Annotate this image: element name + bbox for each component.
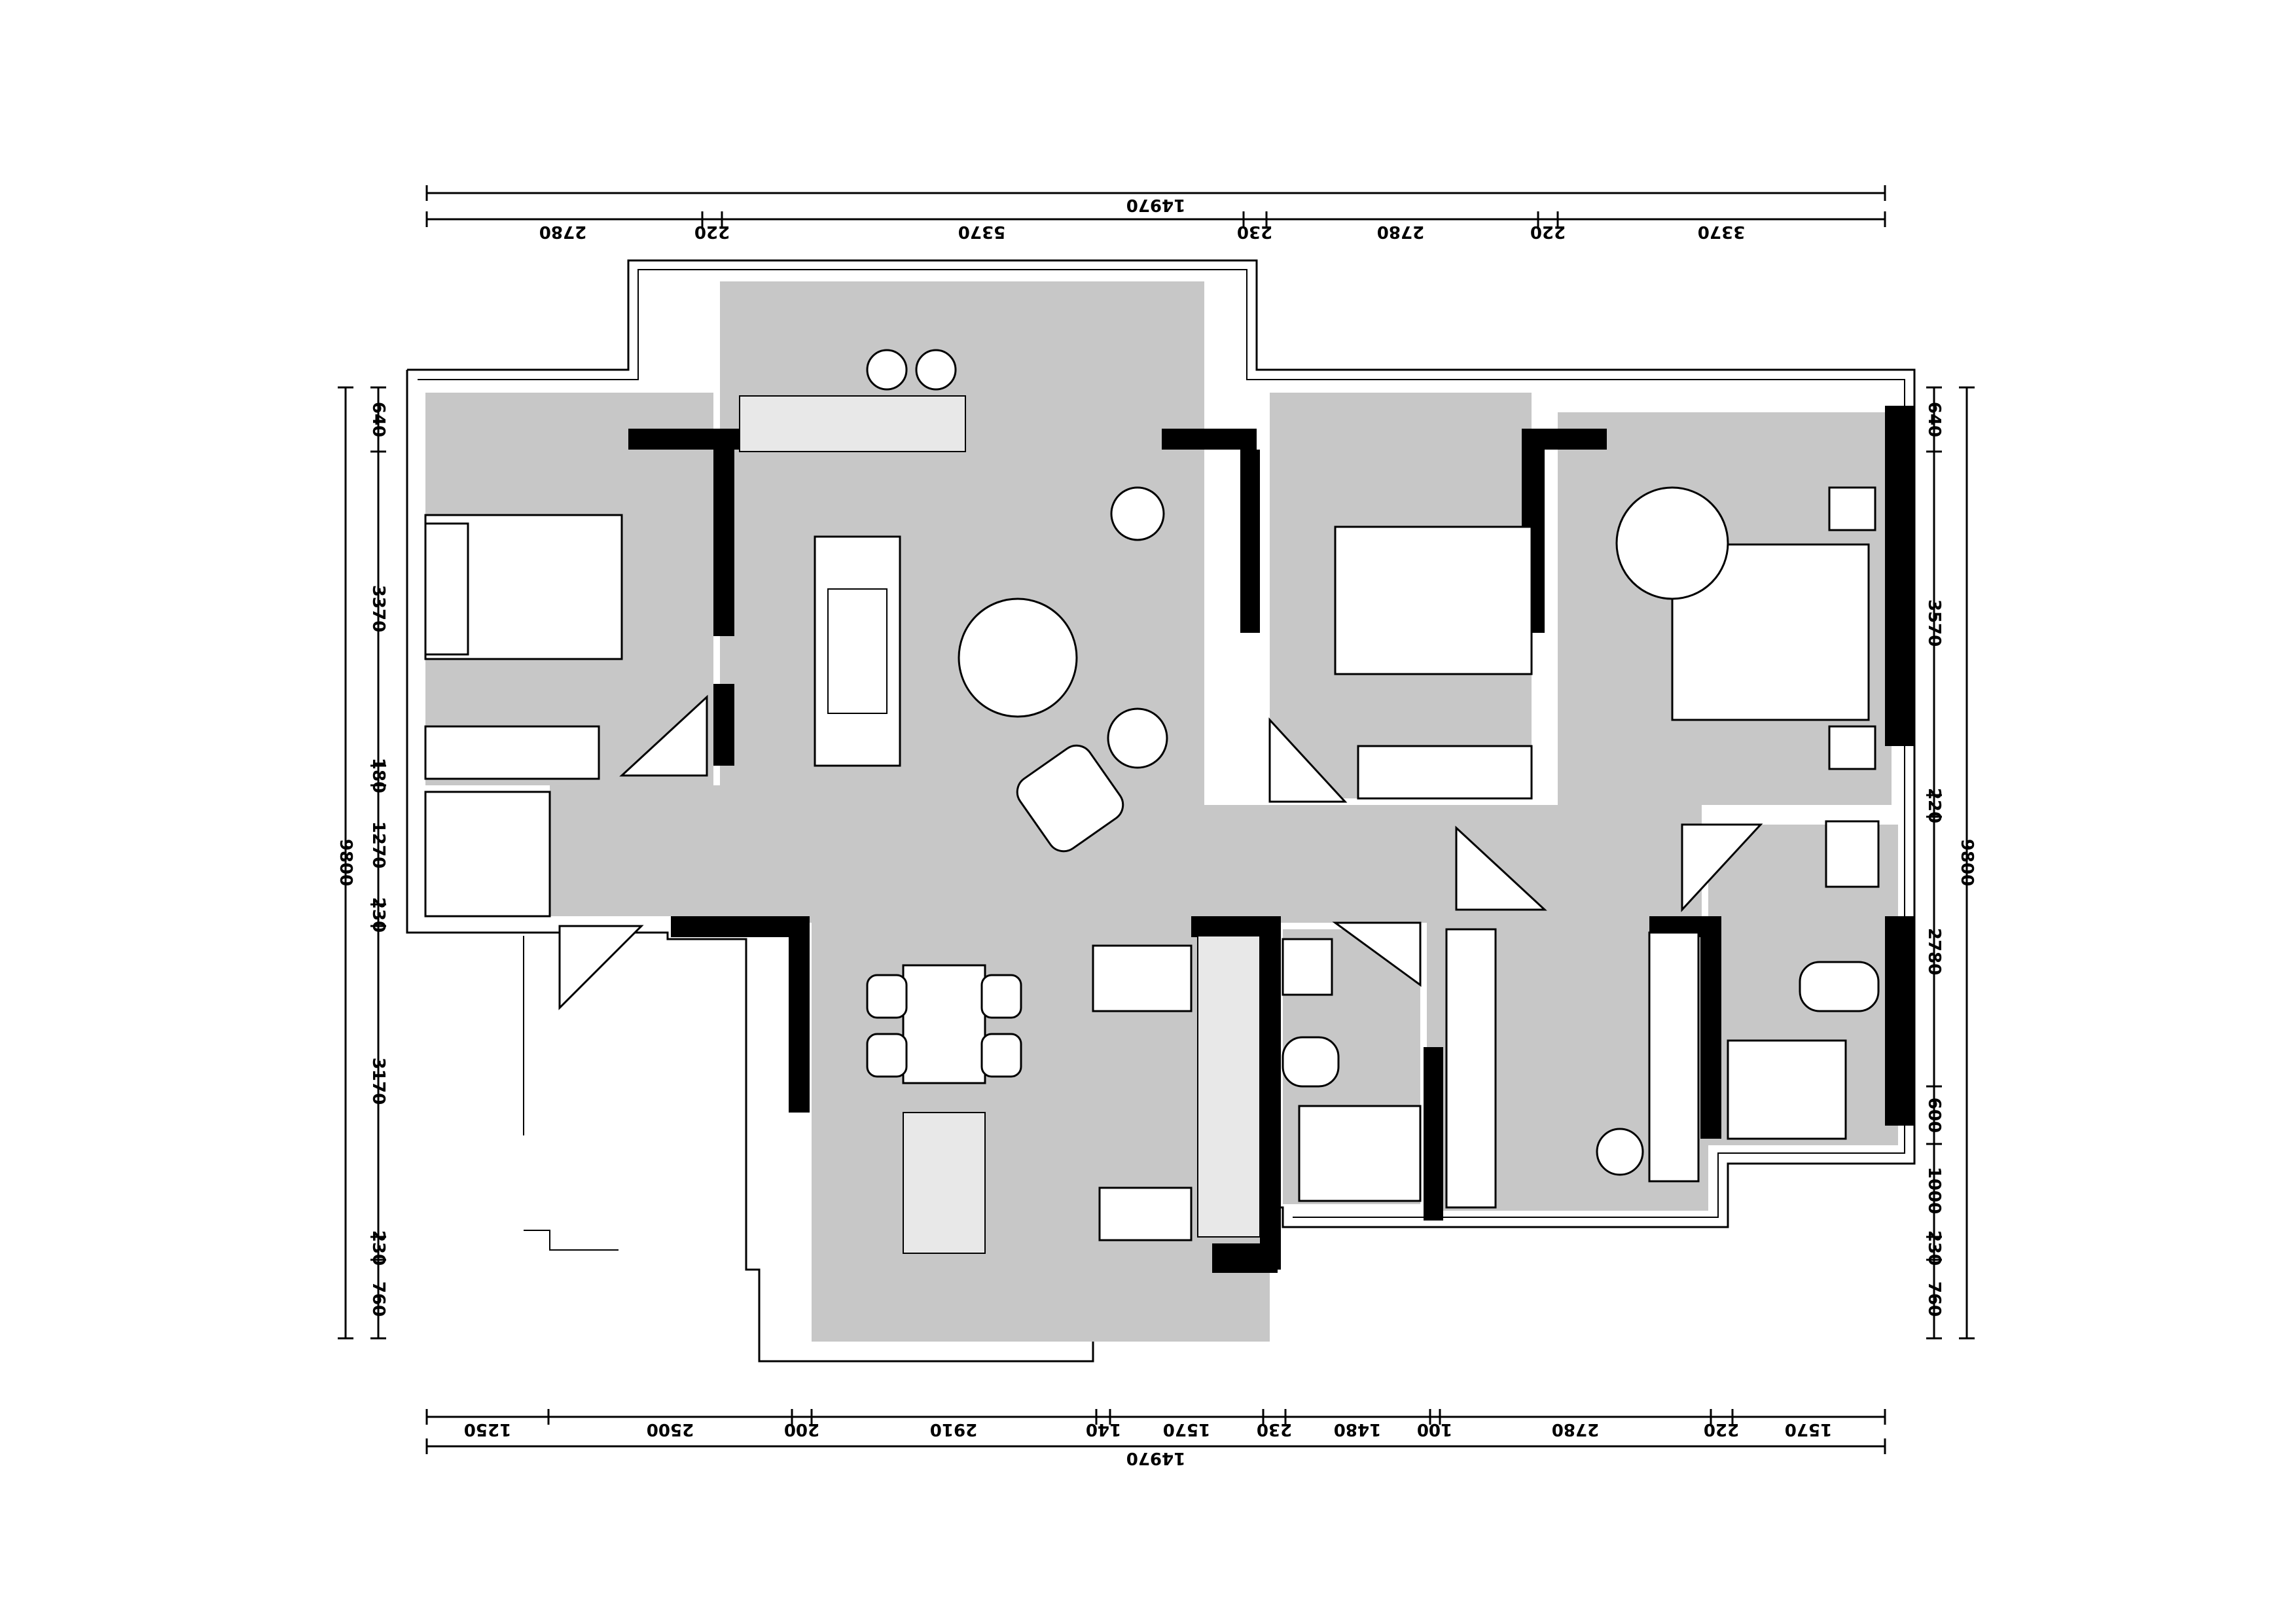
door-swing — [619, 694, 708, 777]
top-dimension-total: 14970 — [425, 185, 1886, 215]
bed — [1334, 526, 1533, 675]
bottom-seg-6: 1570 — [1163, 1419, 1210, 1439]
bar-stool — [915, 349, 957, 391]
bottom-seg-7: 230 — [1257, 1419, 1292, 1439]
bottom-seg-9: 100 — [1417, 1419, 1452, 1439]
right-dimension-total: 9800 — [1957, 386, 1977, 1340]
right-seg-6: 1000 — [1924, 1167, 1944, 1214]
dining-table — [902, 964, 986, 1084]
left-total-label: 9800 — [336, 839, 355, 886]
left-seg-7: 230 — [368, 1230, 388, 1266]
left-corridor — [550, 785, 720, 916]
basin — [1282, 938, 1333, 996]
toilet — [1799, 961, 1880, 1012]
left-dimension-total: 9800 — [336, 386, 355, 1340]
bottom-seg-1: 1250 — [464, 1419, 511, 1439]
right-seg-7: 230 — [1924, 1230, 1944, 1266]
kitchen-island — [903, 1112, 986, 1254]
chair — [866, 1033, 908, 1078]
top-seg-1: 2780 — [539, 222, 586, 241]
left-dimension-segments: 640 3370 180 1270 230 3170 230 760 — [368, 386, 388, 1340]
door-swing — [1268, 717, 1348, 803]
chair — [980, 974, 1022, 1019]
top-seg-2: 220 — [694, 222, 730, 241]
top-seg-4: 230 — [1237, 222, 1272, 241]
bar-counter — [739, 395, 966, 452]
side-table — [1107, 707, 1168, 769]
top-dimension-segments: 2780 220 5370 230 2780 220 3370 — [425, 211, 1886, 241]
left-seg-5: 230 — [368, 897, 388, 933]
door-swing — [1455, 825, 1547, 911]
chair — [866, 974, 908, 1019]
coffee-table — [958, 597, 1078, 718]
fridge — [1092, 944, 1193, 1012]
nightstand — [1828, 486, 1876, 531]
sofa — [814, 535, 901, 767]
bathroom-fixtures — [1282, 820, 1880, 1209]
dining-kitchen-furniture — [866, 935, 1261, 1254]
left-seg-3: 180 — [368, 758, 388, 793]
walls — [628, 406, 1914, 1273]
basin — [1825, 820, 1880, 888]
right-total-label: 9800 — [1957, 839, 1977, 886]
bottom-seg-2: 2500 — [647, 1419, 694, 1439]
bottom-seg-12: 1570 — [1785, 1419, 1832, 1439]
right-seg-8: 760 — [1924, 1281, 1944, 1317]
right-seg-3: 220 — [1924, 788, 1944, 823]
kitchen-sink — [1098, 1186, 1193, 1241]
right-seg-4: 2780 — [1924, 928, 1944, 975]
bottom-seg-8: 1480 — [1334, 1419, 1381, 1439]
center-hallway — [1204, 805, 1702, 923]
top-seg-5: 2780 — [1377, 222, 1424, 241]
chair — [980, 1033, 1022, 1078]
right-seg-1: 640 — [1924, 402, 1944, 437]
door-swing — [1332, 921, 1422, 987]
wardrobe — [424, 725, 600, 780]
kitchen-counter — [1197, 935, 1261, 1238]
left-seg-1: 640 — [368, 402, 388, 437]
cabinet — [1445, 928, 1497, 1209]
wardrobe — [1357, 745, 1533, 800]
top-seg-3: 5370 — [958, 222, 1005, 241]
doors — [558, 694, 1763, 1010]
living-room — [720, 281, 1204, 923]
left-seg-4: 1270 — [368, 821, 388, 868]
side-table — [1110, 486, 1165, 541]
top-seg-7: 3370 — [1698, 222, 1745, 241]
bar-stool — [866, 349, 908, 391]
armchair — [1016, 744, 1124, 853]
bottom-total-label: 14970 — [1126, 1448, 1185, 1468]
living-room-furniture — [739, 349, 1168, 853]
round-table — [1596, 1128, 1644, 1176]
left-seg-8: 760 — [368, 1281, 388, 1317]
cabinet — [1648, 931, 1700, 1183]
shower-tile — [1727, 1039, 1847, 1140]
toilet — [1282, 1036, 1340, 1088]
round-rug — [1615, 486, 1729, 600]
bottom-seg-3: 200 — [784, 1419, 819, 1439]
right-dimension-segments: 640 3570 220 2780 600 1000 230 760 — [1924, 386, 1944, 1340]
right-seg-5: 600 — [1924, 1097, 1944, 1133]
top-seg-6: 220 — [1530, 222, 1566, 241]
door-swing — [558, 925, 644, 1010]
right-seg-2: 3570 — [1924, 599, 1944, 647]
bottom-seg-4: 2910 — [930, 1419, 977, 1439]
bottom-dimension-segments: 1250 2500 200 2910 140 1570 230 1480 100… — [425, 1409, 1886, 1439]
bottom-seg-10: 2780 — [1552, 1419, 1599, 1439]
top-total-label: 14970 — [1126, 195, 1185, 215]
shower-tile — [1298, 1105, 1422, 1202]
left-seg-2: 3370 — [368, 585, 388, 632]
bottom-dimension-total: 14970 — [425, 1438, 1886, 1468]
nightstand — [1828, 725, 1876, 770]
left-seg-6: 3170 — [368, 1058, 388, 1105]
bottom-seg-11: 220 — [1704, 1419, 1739, 1439]
left-storage — [424, 791, 619, 1251]
bedroom-furniture — [424, 486, 1876, 800]
bottom-seg-5: 140 — [1086, 1419, 1121, 1439]
door-swing — [1681, 823, 1763, 912]
